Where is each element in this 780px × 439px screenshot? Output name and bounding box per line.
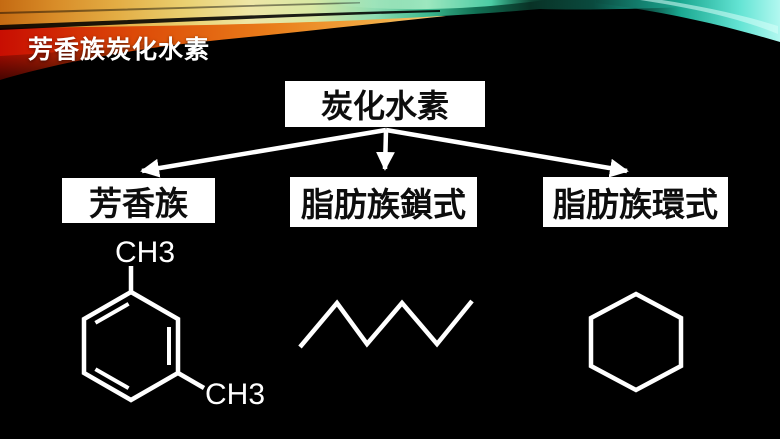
methyl-bond-bottom: [176, 371, 206, 390]
node-aliphatic-chain-label: 脂肪族鎖式: [301, 186, 466, 223]
ch3-label-top: CH3: [115, 236, 175, 269]
swoosh-red-band: [0, 16, 446, 80]
swoosh-red-fade: [0, 39, 190, 84]
connector-arrows: [140, 127, 629, 178]
node-aromatic-label: 芳香族: [89, 184, 188, 222]
node-aliphatic-cyclic-box: 脂肪族環式: [543, 177, 728, 227]
swoosh-black-streak-2: [0, 2, 360, 14]
node-hydrocarbon-label: 炭化水素: [320, 88, 449, 124]
node-hydrocarbon-box: 炭化水素: [285, 81, 485, 127]
node-aliphatic-chain-box: 脂肪族鎖式: [290, 177, 477, 227]
swoosh-black-streak: [0, 10, 440, 30]
arrow-to-aliphatic-chain: [375, 129, 395, 171]
arrow-to-aromatic: [140, 127, 387, 178]
swoosh-teal-stripe: [330, 0, 545, 10]
slide-title: 芳香族炭化水素: [28, 36, 211, 64]
cyclohexane-ring-structure: [588, 291, 684, 393]
node-aliphatic-cyclic-label: 脂肪族環式: [553, 186, 718, 223]
swoosh-cyan-corner: [596, 0, 780, 42]
header-swoosh-graphic: [0, 0, 780, 84]
benzene-double-bonds: [94, 302, 171, 390]
node-aromatic-box: 芳香族: [62, 178, 215, 223]
arrow-to-aliphatic-cyclic: [385, 127, 629, 178]
benzene-hexagon: [81, 289, 181, 403]
benzene-ring-structure: [81, 266, 206, 403]
zigzag-chain-structure: [298, 299, 474, 349]
ch3-label-bottom: CH3: [205, 378, 265, 411]
